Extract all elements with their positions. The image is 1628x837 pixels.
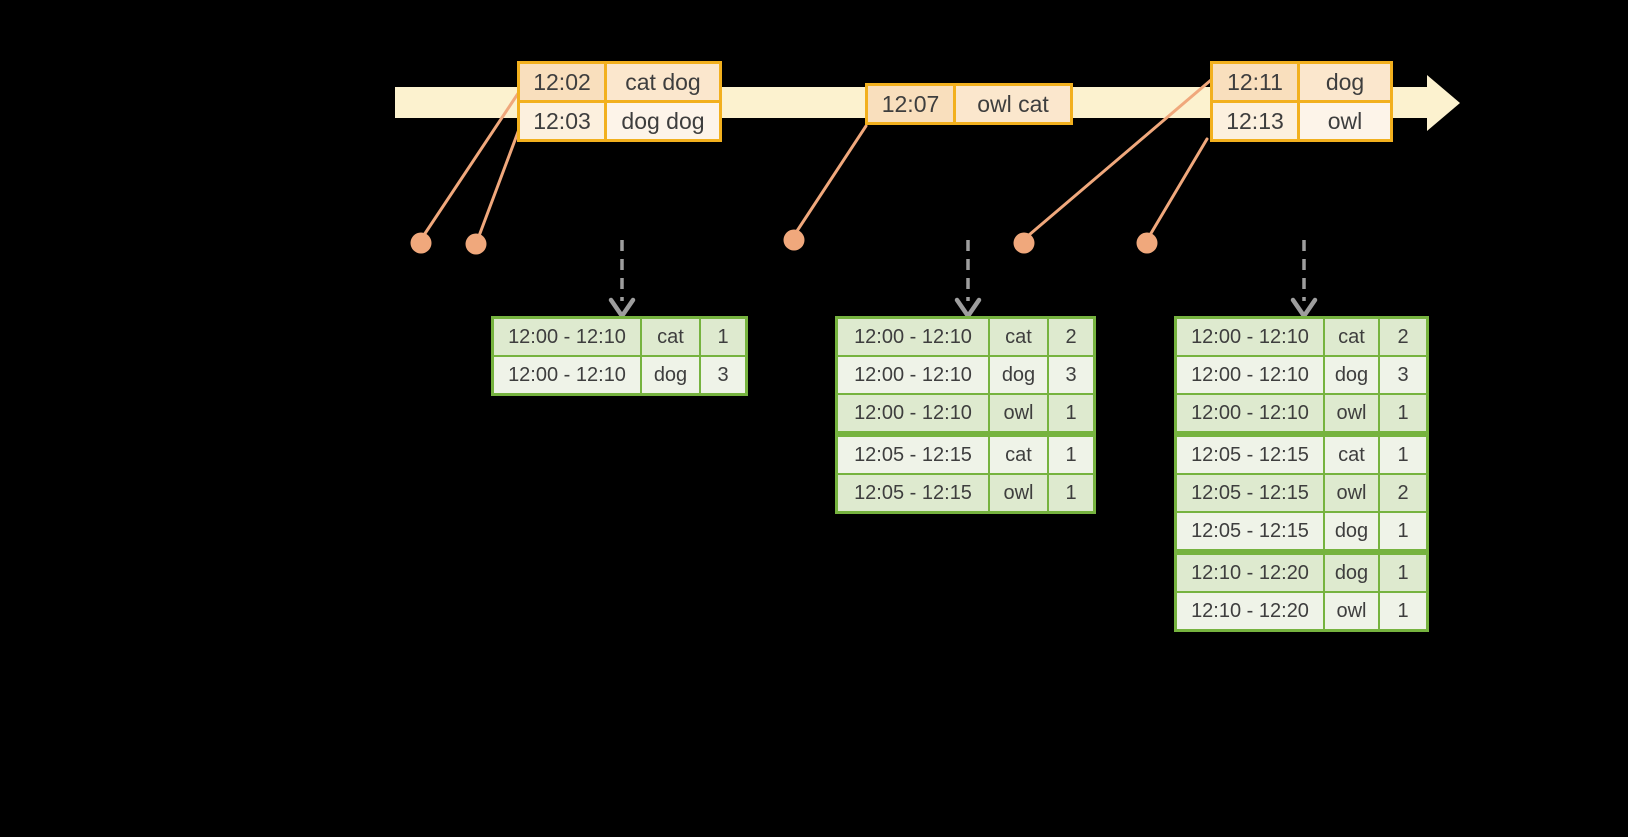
window-cell: 12:05 - 12:15 <box>1174 473 1325 513</box>
count-cell: 3 <box>1047 355 1096 395</box>
result-row: 12:00 - 12:10 cat 2 <box>835 316 1096 357</box>
connector-line-3 <box>795 124 868 233</box>
window-cell: 12:00 - 12:10 <box>835 316 990 357</box>
event-time-cell: 12:13 <box>1210 100 1300 142</box>
word-cell: dog <box>1323 549 1380 593</box>
word-cell: cat <box>1323 431 1380 475</box>
result-row: 12:00 - 12:10 owl 1 <box>835 393 1096 435</box>
result-table-3: 12:00 - 12:10 cat 2 12:00 - 12:10 dog 3 … <box>1174 316 1429 632</box>
word-cell: dog <box>1323 355 1380 395</box>
result-row: 12:00 - 12:10 cat 2 <box>1174 316 1429 357</box>
event-dot-3 <box>783 229 805 251</box>
connector-line-5 <box>1148 137 1209 237</box>
count-cell: 2 <box>1378 473 1429 513</box>
word-cell: dog <box>1323 511 1380 553</box>
count-cell: 2 <box>1047 316 1096 357</box>
event-words-cell: cat dog <box>604 61 722 103</box>
word-cell: owl <box>1323 591 1380 632</box>
word-cell: owl <box>1323 393 1380 435</box>
trigger-arrow-2 <box>954 240 982 319</box>
event-dot-4 <box>1013 232 1035 254</box>
trigger-arrowhead-icon <box>608 297 636 319</box>
count-cell: 1 <box>1378 549 1429 593</box>
event-words-cell: dog <box>1297 61 1393 103</box>
word-cell: owl <box>988 473 1049 514</box>
word-cell: cat <box>640 316 701 357</box>
result-row: 12:10 - 12:20 owl 1 <box>1174 591 1429 632</box>
result-row: 12:05 - 12:15 owl 1 <box>835 473 1096 514</box>
event-table-2: 12:07 owl cat <box>865 83 1073 125</box>
event-words-cell: owl cat <box>953 83 1073 125</box>
event-row: 12:02 cat dog <box>517 61 722 103</box>
result-table-1: 12:00 - 12:10 cat 1 12:00 - 12:10 dog 3 <box>491 316 748 396</box>
connector-line-1 <box>422 87 523 237</box>
event-table-3: 12:11 dog 12:13 owl <box>1210 61 1393 142</box>
count-cell: 3 <box>1378 355 1429 395</box>
word-cell: dog <box>640 355 701 396</box>
trigger-arrowhead-icon <box>1290 297 1318 319</box>
count-cell: 1 <box>699 316 748 357</box>
count-cell: 1 <box>1047 431 1096 475</box>
event-row: 12:03 dog dog <box>517 100 722 142</box>
event-words-cell: dog dog <box>604 100 722 142</box>
word-cell: owl <box>988 393 1049 435</box>
result-row: 12:05 - 12:15 owl 2 <box>1174 473 1429 513</box>
result-row: 12:05 - 12:15 cat 1 <box>1174 431 1429 475</box>
window-cell: 12:00 - 12:10 <box>491 355 642 396</box>
count-cell: 1 <box>1378 511 1429 553</box>
window-cell: 12:05 - 12:15 <box>1174 431 1325 475</box>
word-cell: cat <box>988 431 1049 475</box>
trigger-arrow-3 <box>1290 240 1318 319</box>
window-cell: 12:00 - 12:10 <box>1174 393 1325 435</box>
event-dot-2 <box>465 233 487 255</box>
event-dot-1 <box>410 232 432 254</box>
window-cell: 12:00 - 12:10 <box>835 393 990 435</box>
result-row: 12:00 - 12:10 owl 1 <box>1174 393 1429 435</box>
connector-line-4 <box>1027 78 1213 237</box>
count-cell: 1 <box>1047 473 1096 514</box>
event-row: 12:07 owl cat <box>865 83 1073 125</box>
window-cell: 12:10 - 12:20 <box>1174 591 1325 632</box>
result-row: 12:05 - 12:15 cat 1 <box>835 431 1096 475</box>
result-row: 12:05 - 12:15 dog 1 <box>1174 511 1429 553</box>
count-cell: 2 <box>1378 316 1429 357</box>
event-time-cell: 12:02 <box>517 61 607 103</box>
result-row: 12:00 - 12:10 dog 3 <box>1174 355 1429 395</box>
event-row: 12:11 dog <box>1210 61 1393 103</box>
timeline-arrowhead-icon <box>1427 75 1460 131</box>
word-cell: cat <box>988 316 1049 357</box>
word-cell: dog <box>988 355 1049 395</box>
event-time-cell: 12:11 <box>1210 61 1300 103</box>
window-cell: 12:00 - 12:10 <box>1174 316 1325 357</box>
trigger-arrowhead-icon <box>954 297 982 319</box>
result-table-2: 12:00 - 12:10 cat 2 12:00 - 12:10 dog 3 … <box>835 316 1096 514</box>
event-time-cell: 12:07 <box>865 83 956 125</box>
window-cell: 12:05 - 12:15 <box>1174 511 1325 553</box>
word-cell: cat <box>1323 316 1380 357</box>
result-row: 12:00 - 12:10 cat 1 <box>491 316 748 357</box>
window-cell: 12:05 - 12:15 <box>835 473 990 514</box>
count-cell: 1 <box>1378 591 1429 632</box>
window-cell: 12:05 - 12:15 <box>835 431 990 475</box>
event-row: 12:13 owl <box>1210 100 1393 142</box>
word-cell: owl <box>1323 473 1380 513</box>
count-cell: 1 <box>1047 393 1096 435</box>
event-dot-5 <box>1136 232 1158 254</box>
window-cell: 12:10 - 12:20 <box>1174 549 1325 593</box>
event-time-cell: 12:03 <box>517 100 607 142</box>
connector-line-2 <box>477 122 523 238</box>
window-cell: 12:00 - 12:10 <box>835 355 990 395</box>
count-cell: 3 <box>699 355 748 396</box>
count-cell: 1 <box>1378 393 1429 435</box>
trigger-arrow-1 <box>608 240 636 319</box>
result-row: 12:00 - 12:10 dog 3 <box>491 355 748 396</box>
event-table-1: 12:02 cat dog 12:03 dog dog <box>517 61 722 142</box>
result-row: 12:00 - 12:10 dog 3 <box>835 355 1096 395</box>
count-cell: 1 <box>1378 431 1429 475</box>
event-words-cell: owl <box>1297 100 1393 142</box>
result-row: 12:10 - 12:20 dog 1 <box>1174 549 1429 593</box>
window-cell: 12:00 - 12:10 <box>491 316 642 357</box>
window-cell: 12:00 - 12:10 <box>1174 355 1325 395</box>
